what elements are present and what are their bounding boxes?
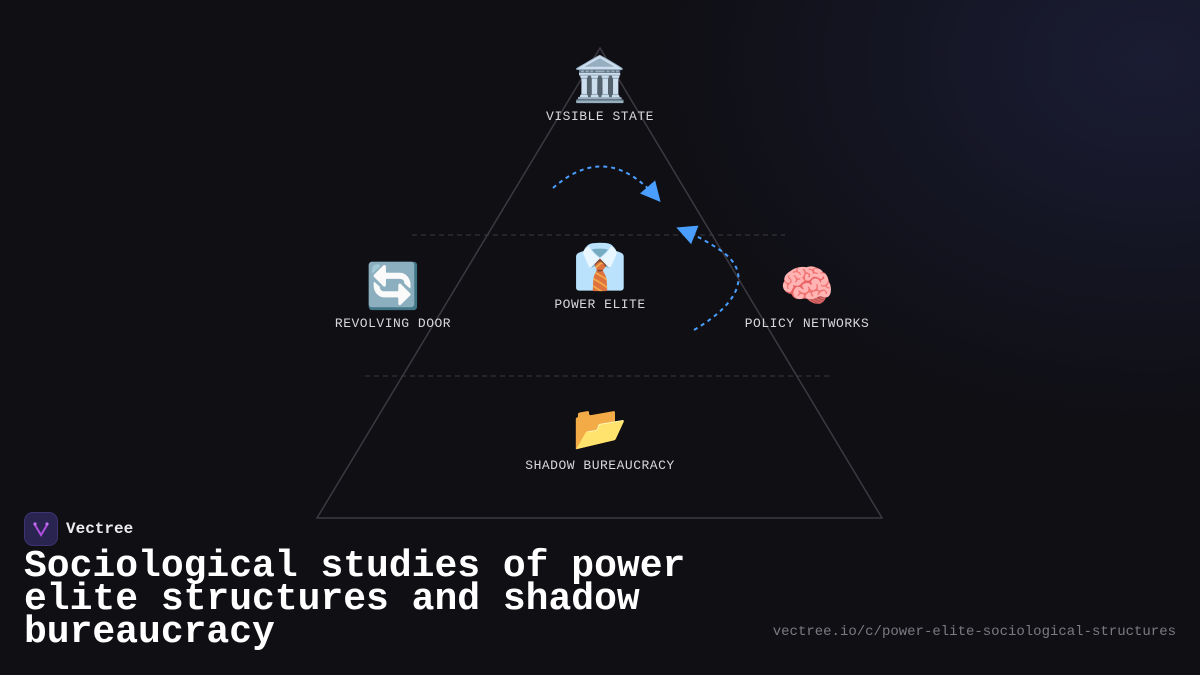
node-visible-state: 🏛️ VISIBLE STATE bbox=[546, 54, 654, 125]
node-label: SHADOW BUREAUCRACY bbox=[525, 458, 675, 473]
flow-arrow-state-to-elite bbox=[552, 165, 661, 203]
repeat-arrows-icon: 🔄 bbox=[365, 261, 421, 312]
node-power-elite: 👔 POWER ELITE bbox=[554, 242, 646, 313]
pyramid-outline bbox=[315, 46, 884, 519]
node-label: POLICY NETWORKS bbox=[744, 316, 870, 331]
node-label: POWER ELITE bbox=[554, 297, 646, 312]
brand: Vectree bbox=[24, 512, 133, 546]
classical-building-icon: 🏛️ bbox=[572, 54, 628, 105]
open-folder-icon: 📂 bbox=[572, 403, 628, 454]
flow-arrow-policy-to-elite bbox=[676, 225, 740, 331]
brand-name: Vectree bbox=[66, 520, 134, 538]
page-url: vectree.io/c/power-elite-sociological-st… bbox=[772, 624, 1176, 640]
vectree-logo-icon bbox=[24, 512, 58, 546]
page-title: Sociological studies of power elite stru… bbox=[24, 545, 686, 654]
necktie-shirt-icon: 👔 bbox=[572, 242, 628, 293]
node-shadow-bureaucracy: 📂 SHADOW BUREAUCRACY bbox=[525, 403, 675, 474]
node-policy-networks: 🧠 POLICY NETWORKS bbox=[744, 261, 870, 332]
node-label: REVOLVING DOOR bbox=[334, 316, 452, 331]
brain-icon: 🧠 bbox=[779, 261, 835, 312]
node-revolving-door: 🔄 REVOLVING DOOR bbox=[334, 261, 452, 332]
node-label: VISIBLE STATE bbox=[546, 109, 654, 124]
